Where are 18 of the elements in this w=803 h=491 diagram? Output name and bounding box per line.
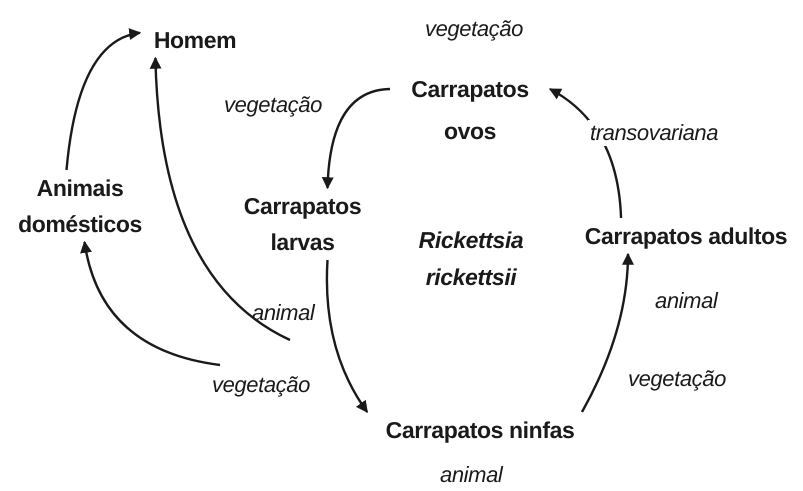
curved-arrow <box>150 56 291 342</box>
node-label: Carrapatos ninfas <box>360 412 600 448</box>
node-label: Carrapatos larvas <box>240 188 365 260</box>
organism-name: Rickettsia rickettsii <box>418 226 524 292</box>
node-label: Homem <box>140 22 250 58</box>
node-label: Carrapatos ovos <box>390 68 550 152</box>
node-label: Carrapatos adultos <box>570 218 802 254</box>
curved-arrow <box>326 260 368 413</box>
curved-arrow <box>80 240 220 366</box>
node-label: Animais domésticos <box>5 170 155 242</box>
stage-note: animal <box>440 462 502 488</box>
curved-arrow <box>580 252 634 413</box>
stage-note: animal <box>655 288 718 314</box>
curved-arrow <box>322 88 390 190</box>
stage-note: animal <box>252 300 314 326</box>
curved-arrow <box>65 29 142 170</box>
edge-label: transovariana <box>588 120 720 146</box>
stage-note: vegetação <box>425 16 523 42</box>
